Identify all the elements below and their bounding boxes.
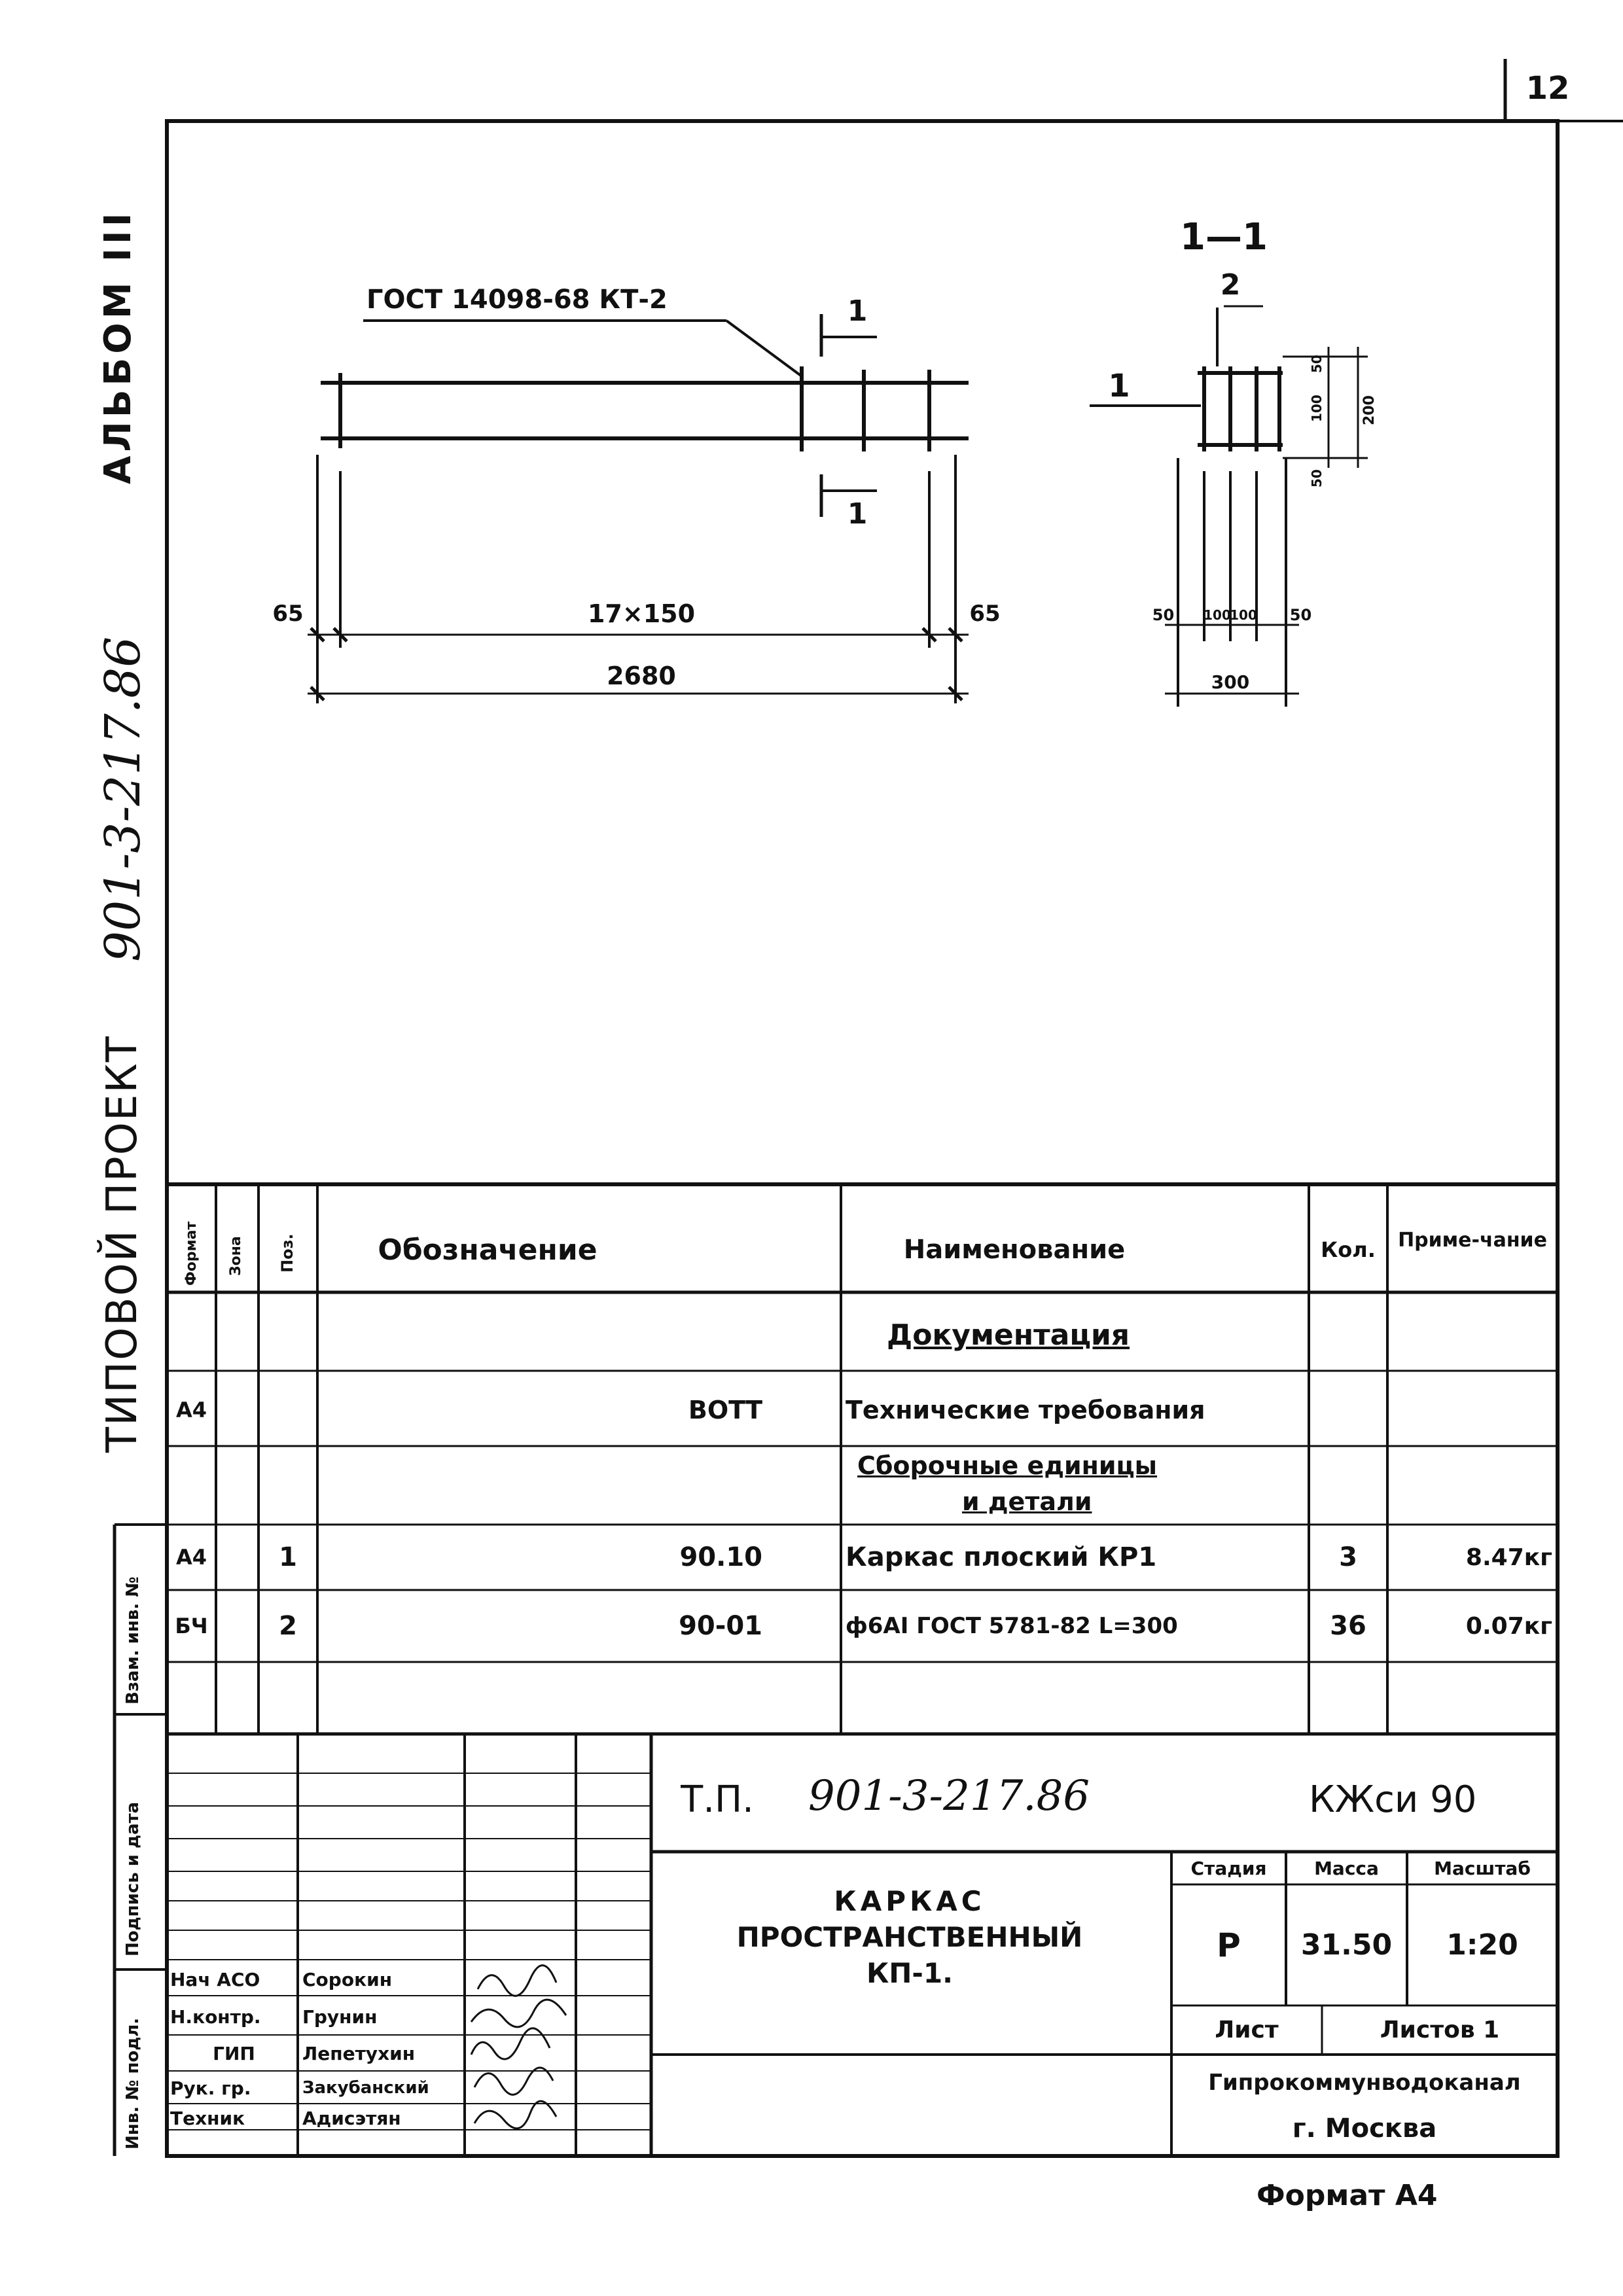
format-footer: Формат А4	[1257, 2178, 1438, 2212]
stamp-label-signature: Подпись и дата	[123, 1801, 143, 1956]
frame-plan-view	[321, 366, 969, 451]
sec-dim-v50a: 50	[1309, 355, 1325, 373]
sec-dim-v200: 200	[1361, 395, 1378, 425]
page-number: 12	[1525, 70, 1570, 107]
dim-total: 2680	[607, 661, 676, 690]
section-1-1-view	[1198, 366, 1283, 451]
row1-format: А4	[175, 1398, 207, 1422]
title-line-2: ПРОСТРАНСТВЕННЫЙ	[736, 1920, 1083, 1953]
row3-name: ф6АI ГОСТ 5781-82 L=300	[846, 1613, 1178, 1639]
section-title: 1—1	[1180, 216, 1268, 258]
header-qty: Кол.	[1321, 1237, 1376, 1262]
person-role-4: Рук. гр.	[170, 2077, 251, 2099]
row3-designation: 90-01	[679, 1611, 762, 1641]
section-mark-bottom: 1	[847, 497, 868, 531]
header-designation: Обозначение	[378, 1233, 597, 1267]
person-role-5: Техник	[170, 2107, 245, 2129]
title-line-1: КАРКАС	[834, 1884, 986, 1917]
drawing-frame	[165, 119, 1560, 2158]
tp-code: 901-3-217.86	[808, 1772, 1090, 1820]
dim-span: 17×150	[587, 599, 696, 628]
row2-name: Каркас плоский КР1	[846, 1542, 1157, 1572]
section-pos-2: 2	[1220, 268, 1241, 302]
row2-designation: 90.10	[679, 1542, 762, 1572]
person-name-5: Адисэтян	[302, 2107, 401, 2129]
project-code-side: 901-3-217.86	[95, 636, 151, 962]
stamp-label-inventory: Инв. № подл.	[123, 2017, 143, 2149]
row2-qty: 3	[1339, 1542, 1357, 1572]
scale-label: Масштаб	[1434, 1857, 1531, 1879]
person-role-2: Н.контр.	[170, 2006, 261, 2028]
person-name-2: Грунин	[302, 2006, 378, 2028]
tp-label: Т.П.	[681, 1778, 754, 1821]
project-label-side: ТИПОВОЙ ПРОЕКТ	[98, 1034, 147, 1453]
header-zone: Зона	[228, 1236, 244, 1276]
album-label: АЛЬБОМ III	[97, 209, 139, 484]
stamp-label-replace: Взам. инв. №	[123, 1576, 143, 1705]
row3-note: 0.07кг	[1465, 1612, 1552, 1640]
header-name: Наименование	[903, 1235, 1126, 1265]
row3-pos: 2	[279, 1611, 297, 1641]
stage-label: Стадия	[1190, 1857, 1267, 1879]
scale-value: 1:20	[1446, 1928, 1518, 1962]
header-format: Формат	[183, 1221, 200, 1286]
person-name-4: Закубанский	[302, 2078, 429, 2098]
row3-qty: 36	[1330, 1611, 1366, 1641]
section-documentation: Документация	[887, 1318, 1130, 1352]
row1-designation: ВОТТ	[688, 1396, 762, 1424]
row2-note: 8.47кг	[1465, 1544, 1552, 1571]
sec-dim-50a: 50	[1152, 606, 1175, 624]
row2-format: А4	[175, 1545, 207, 1570]
row3-format: БЧ	[175, 1614, 208, 1638]
title-line-3: КП-1.	[866, 1956, 954, 1989]
sec-dim-100b: 100	[1230, 607, 1257, 623]
stage-value: Р	[1217, 1926, 1241, 1964]
doc-code: КЖси 90	[1309, 1778, 1477, 1821]
header-note: Приме-чание	[1398, 1228, 1547, 1252]
sec-dim-300: 300	[1211, 671, 1250, 693]
mass-value: 31.50	[1300, 1928, 1393, 1962]
row2-pos: 1	[279, 1542, 297, 1572]
dim-left: 65	[272, 600, 304, 627]
section-mark-top: 1	[847, 294, 868, 328]
mass-label: Масса	[1314, 1857, 1379, 1879]
row1-name: Технические требования	[846, 1396, 1205, 1424]
org-city: г. Москва	[1292, 2113, 1437, 2144]
person-role-1: Нач АСО	[170, 1968, 260, 1990]
sec-dim-50b: 50	[1289, 606, 1312, 624]
gost-label: ГОСТ 14098-68 КТ-2	[366, 284, 668, 315]
person-name-3: Лепетухин	[302, 2043, 416, 2064]
section-units-line2: и детали	[962, 1487, 1092, 1516]
sheets-label: Листов 1	[1380, 2017, 1500, 2043]
person-name-1: Сорокин	[302, 1968, 393, 1990]
sec-dim-100a: 100	[1204, 607, 1231, 623]
sec-dim-v100: 100	[1309, 395, 1325, 422]
person-role-3: ГИП	[213, 2043, 255, 2064]
dim-right: 65	[969, 600, 1001, 627]
sec-dim-v50b: 50	[1309, 469, 1325, 487]
section-pos-1: 1	[1108, 368, 1130, 404]
sheet-label: Лист	[1215, 2017, 1279, 2043]
header-pos: Поз.	[278, 1233, 296, 1273]
section-units-line1: Сборочные единицы	[857, 1451, 1158, 1480]
org-name: Гипрокоммунводоканал	[1208, 2069, 1521, 2096]
